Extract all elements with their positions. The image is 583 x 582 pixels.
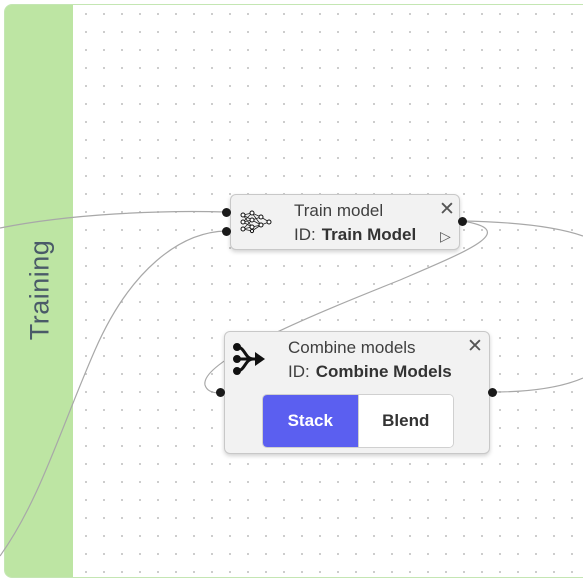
wire-into-train-bottom <box>0 230 227 557</box>
wire-into-train-top <box>0 210 227 229</box>
wire-combine-out-right <box>491 377 583 393</box>
run-play-icon[interactable]: ▷ <box>440 228 451 244</box>
training-group-frame <box>4 4 583 578</box>
close-icon[interactable]: ✕ <box>439 199 455 220</box>
node-title: Combine models <box>288 338 416 357</box>
node-id-row: ID: Combine Models <box>288 362 452 382</box>
combine-method-toggle[interactable]: Stack Blend <box>262 394 454 448</box>
neural-network-icon <box>240 210 272 234</box>
option-blend[interactable]: Blend <box>357 395 453 447</box>
node-id-value: Train Model <box>321 225 417 244</box>
node-title: Train model <box>294 201 384 220</box>
node-id-value: Combine Models <box>315 362 452 381</box>
output-port[interactable] <box>458 217 467 226</box>
input-port[interactable] <box>222 208 231 217</box>
wire-train-to-combine <box>204 220 488 394</box>
option-stack[interactable]: Stack <box>263 395 358 447</box>
train-model-node[interactable]: Train model ID: Train Model ✕ ▷ <box>230 194 460 250</box>
merge-arrow-icon <box>233 343 265 375</box>
wire-train-out-right <box>461 220 583 237</box>
input-port[interactable] <box>222 227 231 236</box>
group-header-band[interactable] <box>5 5 73 577</box>
output-port[interactable] <box>488 388 497 397</box>
node-id-label: ID: <box>288 362 310 381</box>
node-id-label: ID: <box>294 225 316 244</box>
close-icon[interactable]: ✕ <box>467 336 483 357</box>
combine-models-node[interactable]: Combine models ID: Combine Models ✕ Stack… <box>224 331 490 454</box>
node-id-row: ID: Train Model <box>294 225 416 245</box>
input-port[interactable] <box>216 388 225 397</box>
